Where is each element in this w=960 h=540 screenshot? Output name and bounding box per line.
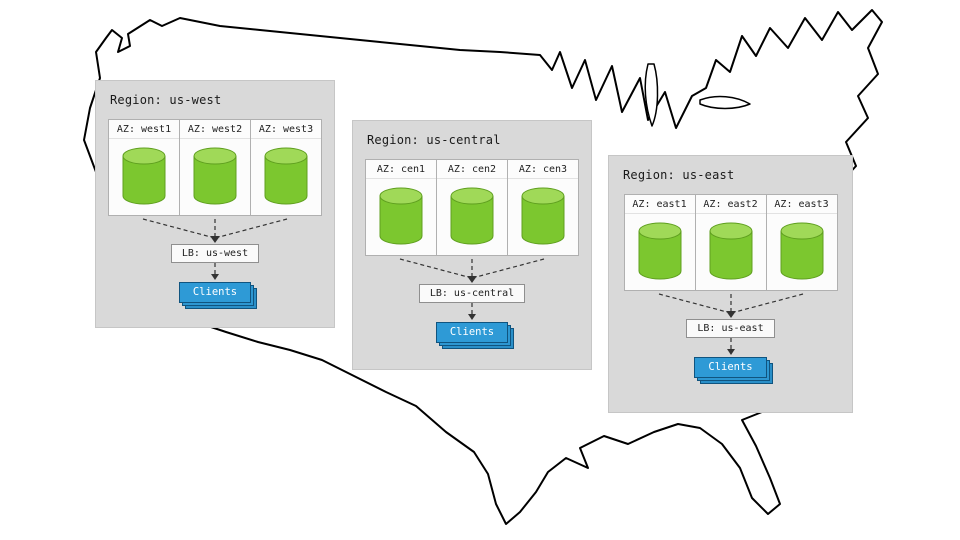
database-cylinder-icon [192,139,238,215]
az-label: AZ: west1 [109,120,179,139]
region-box-us-central: Region: us-central AZ: cen1 AZ: cen2 AZ:… [352,120,592,370]
az-row: AZ: cen1 AZ: cen2 AZ: cen3 [365,159,579,256]
az-box: AZ: cen3 [507,159,579,256]
az-box: AZ: west3 [250,119,322,216]
region-box-us-east: Region: us-east AZ: east1 AZ: east2 AZ: … [608,155,853,413]
az-to-lb-connector-lines [658,293,803,318]
region-title: Region: us-central [367,133,501,147]
az-row: AZ: east1 AZ: east2 AZ: east3 [623,194,838,291]
lb-to-clients-connector-line [211,263,219,280]
database-cylinder-icon [263,139,309,215]
database-cylinder-icon [121,139,167,215]
az-label: AZ: east3 [766,195,837,214]
az-box: AZ: east1 [623,194,696,291]
az-box: AZ: cen2 [436,159,508,256]
load-balancer-box: LB: us-west [170,244,260,263]
az-box: AZ: west2 [179,119,251,216]
az-label: AZ: cen1 [366,160,436,179]
clients-label: Clients [694,357,767,378]
database-cylinder-icon [637,214,683,290]
az-label: AZ: west3 [251,120,321,139]
load-balancer-box: LB: us-central [418,284,526,303]
lb-to-clients-connector-line [726,338,735,355]
clients-box: Clients [435,322,515,349]
az-to-lb-connector-lines [142,218,288,243]
az-label: AZ: cen3 [508,160,578,179]
az-box: AZ: east3 [765,194,838,291]
region-title: Region: us-east [623,168,735,182]
az-label: AZ: west2 [180,120,250,139]
clients-label: Clients [178,282,252,303]
database-cylinder-icon [779,214,825,290]
database-cylinder-icon [520,179,566,255]
az-box: AZ: cen1 [365,159,437,256]
database-cylinder-icon [449,179,495,255]
clients-box: Clients [694,357,773,384]
az-box: AZ: east2 [694,194,767,291]
database-cylinder-icon [378,179,424,255]
database-cylinder-icon [708,214,754,290]
az-row: AZ: west1 AZ: west2 AZ: west3 [108,119,322,216]
lb-to-clients-connector-line [468,303,476,320]
az-box: AZ: west1 [108,119,180,216]
az-label: AZ: east1 [624,195,695,214]
az-label: AZ: east2 [695,195,766,214]
load-balancer-box: LB: us-east [686,319,775,338]
clients-box: Clients [178,282,258,309]
az-label: AZ: cen2 [437,160,507,179]
az-to-lb-connector-lines [399,258,545,283]
region-title: Region: us-west [110,93,222,107]
region-box-us-west: Region: us-west AZ: west1 AZ: west2 AZ: … [95,80,335,328]
clients-label: Clients [435,322,509,343]
